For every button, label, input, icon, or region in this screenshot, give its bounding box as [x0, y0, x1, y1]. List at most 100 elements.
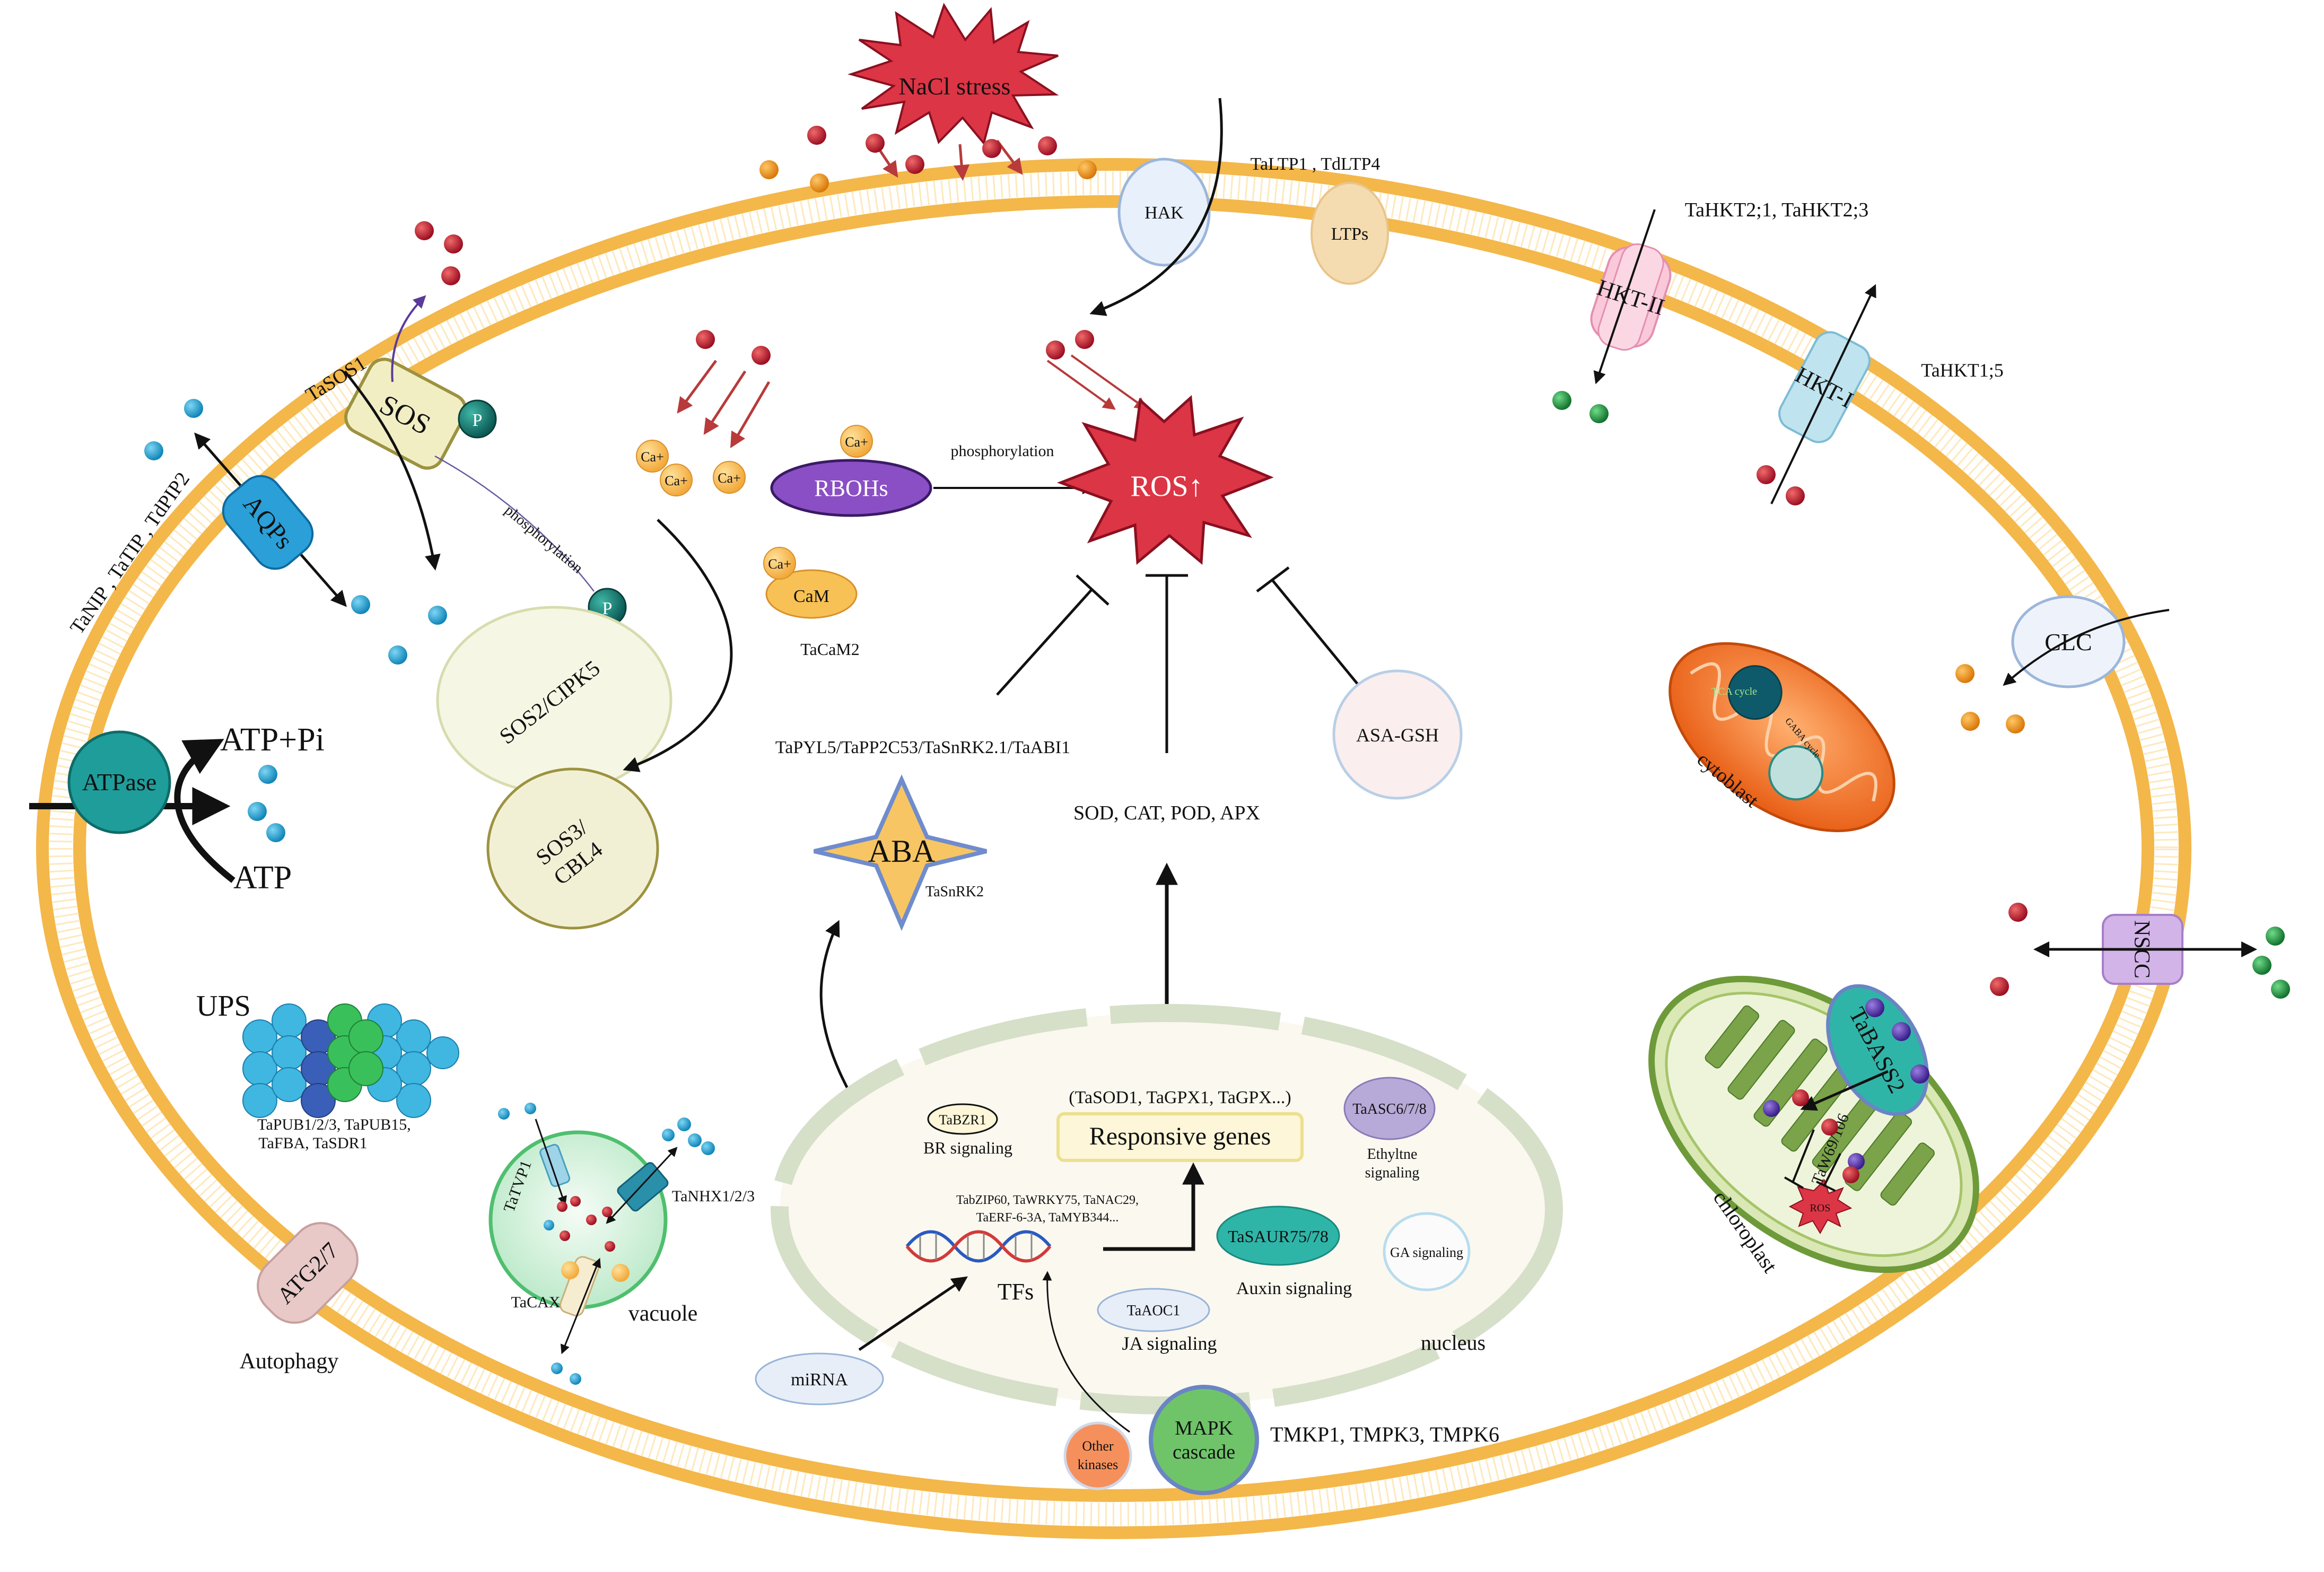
rbohs-phosphorylation-label: phosphorylation — [951, 442, 1054, 460]
br-signaling-label: BR signaling — [923, 1138, 1012, 1157]
svg-text:Ca+: Ca+ — [665, 473, 688, 488]
hak-transporter[interactable]: HAK — [1117, 158, 1211, 267]
hak-label: HAK — [1144, 203, 1184, 223]
tanhx-transporter[interactable] — [606, 1147, 678, 1224]
ups-genes-line1: TaPUB1/2/3, TaPUB15, — [257, 1116, 410, 1133]
clc-cl-ions — [1955, 664, 2025, 733]
hkt1-genes-label: TaHKT1;5 — [1921, 360, 2003, 381]
aba-hormone[interactable]: ABA — [814, 774, 987, 931]
tca-cycle-label: TCA cycle — [1711, 686, 1757, 697]
autophagy-label: Autophagy — [240, 1349, 339, 1374]
tacax-label: TaCAX — [511, 1294, 561, 1311]
tatvp1-transporter[interactable] — [535, 1119, 571, 1206]
sos-phosphorylation-label: phosphorylation — [502, 502, 586, 577]
asa-gsh[interactable]: ASA-GSH — [1332, 669, 1463, 800]
aqp-genes-label: TaNIP , TaTIP , TdPIP2 — [66, 468, 194, 639]
tabzr1-label: TaBZR1 — [939, 1112, 986, 1128]
sos-efflux-arrow — [391, 295, 426, 382]
tanhx-label: TaNHX1/2/3 — [672, 1187, 755, 1205]
ltps-label: LTPs — [1331, 224, 1369, 244]
ups-label: UPS — [196, 990, 251, 1023]
nscc-ions — [1990, 903, 2290, 999]
tasaur-protein[interactable]: TaSAUR75/78 — [1216, 1206, 1340, 1266]
antioxidants-label: SOD, CAT, POD, APX — [1073, 802, 1260, 824]
mitochondrion — [1668, 642, 1895, 833]
ltp-genes-label: TaLTP1 , TdLTP4 — [1251, 154, 1381, 174]
clc-arrow — [2003, 609, 2170, 686]
mirna[interactable]: miRNA — [755, 1352, 884, 1405]
other-kinases[interactable]: Other kinases — [1063, 1421, 1132, 1490]
chloroplast-inhibition — [1784, 1129, 1841, 1192]
mapk-line2: cascade — [1173, 1441, 1235, 1463]
atp-hydrolysis-arrow — [174, 739, 235, 883]
rbohs-enzyme[interactable]: RBOHs Ca+ — [770, 425, 932, 517]
mirna-label: miRNA — [791, 1370, 848, 1390]
cell-membrane — [36, 158, 2191, 1539]
dna-helix — [905, 1230, 1052, 1263]
responsive-genes-label: Responsive genes — [1089, 1122, 1271, 1150]
tabzr1-protein[interactable]: TaBZR1 — [927, 1103, 998, 1135]
taasc-protein[interactable]: TaASC6/7/8 — [1343, 1077, 1436, 1140]
ethylene-label-line2: signaling — [1365, 1165, 1420, 1181]
nacl-stress-label: NaCl stress — [899, 73, 1011, 100]
mirna-arrow — [858, 1276, 968, 1351]
ga-signaling-label: GA signaling — [1390, 1245, 1463, 1260]
ltps-protein[interactable]: LTPs — [1310, 182, 1389, 285]
ros-label: ROS↑ — [1131, 470, 1203, 503]
hak-internal-ions — [1046, 330, 1094, 360]
vacuole-ions — [498, 1103, 715, 1385]
mapk-cascade[interactable]: MAPK cascade — [1149, 1385, 1259, 1495]
tabass2-arrow — [1800, 1070, 1889, 1111]
aqps-channel[interactable]: AQPs — [214, 467, 321, 577]
clc-channel[interactable]: CLC — [2011, 595, 2126, 688]
hak-influx-arrow — [1089, 98, 1223, 316]
nacl-stress-burst: NaCl stress — [848, 3, 1059, 146]
ros-burst: ROS↑ — [1056, 395, 1274, 565]
svg-text:P: P — [473, 411, 483, 430]
tabass2-protein[interactable]: TaBASS2 — [1807, 970, 1947, 1131]
atpase-h-ions — [248, 765, 285, 842]
sos-transporter[interactable]: SOS — [340, 354, 471, 474]
sos-influx-arrow — [344, 370, 441, 571]
kinases-to-tfs-arrow — [1042, 1271, 1130, 1433]
ja-signaling-label: JA signaling — [1122, 1333, 1217, 1354]
other-kinases-line1: Other — [1082, 1438, 1114, 1454]
tacax-transporter[interactable] — [558, 1255, 601, 1355]
aba-genes-label: TaPYL5/TaPP2C53/TaSnRK2.1/TaABI1 — [775, 738, 1070, 757]
responsive-genes-list: (TaSOD1, TaGPX1, TaGPX...) — [1069, 1088, 1291, 1107]
tfs-to-genes-arrow — [1103, 1162, 1204, 1251]
sos3-cbl4[interactable]: SOS3/ CBL4 — [486, 767, 659, 930]
calcium-influx-arrows — [677, 360, 771, 449]
svg-text:Ca+: Ca+ — [768, 556, 791, 572]
auxin-signaling-label: Auxin signaling — [1236, 1279, 1352, 1298]
ups-proteasome — [242, 1003, 459, 1118]
atg-protein[interactable]: ATG2/7 — [246, 1211, 369, 1334]
aba-label: ABA — [868, 834, 936, 869]
ros-small-label: ROS — [1810, 1202, 1831, 1214]
responsive-genes-box[interactable]: Responsive genes — [1056, 1112, 1304, 1162]
taasc-label: TaASC6/7/8 — [1352, 1101, 1427, 1117]
calcium-ions: Ca+ Ca+ Ca+ — [636, 440, 746, 496]
calcium-influx-na — [696, 330, 771, 365]
atpase-pump[interactable]: ATPase — [67, 730, 171, 834]
svg-text:Ca+: Ca+ — [845, 434, 868, 450]
sos-phosphorylation-line — [434, 455, 595, 592]
cam-protein[interactable]: CaM Ca+ — [763, 547, 858, 619]
hkt1-arrow — [1770, 284, 1876, 504]
hkt2-k-ions — [1552, 391, 1609, 423]
atp-pi-label: ATP+Pi — [220, 722, 325, 758]
tf-genes-line2: TaERF-6-3A, TaMYB344... — [976, 1211, 1119, 1225]
ga-signaling[interactable]: GA signaling — [1383, 1212, 1471, 1291]
atp-label: ATP — [233, 860, 292, 896]
ups-genes-line2: TaFBA, TaSDR1 — [258, 1134, 367, 1152]
hkt1-na-ions — [1757, 465, 1805, 505]
taaoc1-label: TaAOC1 — [1127, 1303, 1181, 1319]
ethylene-label-line1: Ethyltne — [1367, 1146, 1418, 1163]
tfs-label: TFs — [998, 1279, 1034, 1305]
ros-inhibition-lines — [996, 566, 1359, 753]
svg-text:Ca+: Ca+ — [718, 470, 741, 486]
taaoc1-protein[interactable]: TaAOC1 — [1097, 1288, 1210, 1332]
sos2-cipk5[interactable]: SOS2/CIPK5 — [436, 606, 672, 794]
asa-gsh-label: ASA-GSH — [1356, 724, 1439, 746]
